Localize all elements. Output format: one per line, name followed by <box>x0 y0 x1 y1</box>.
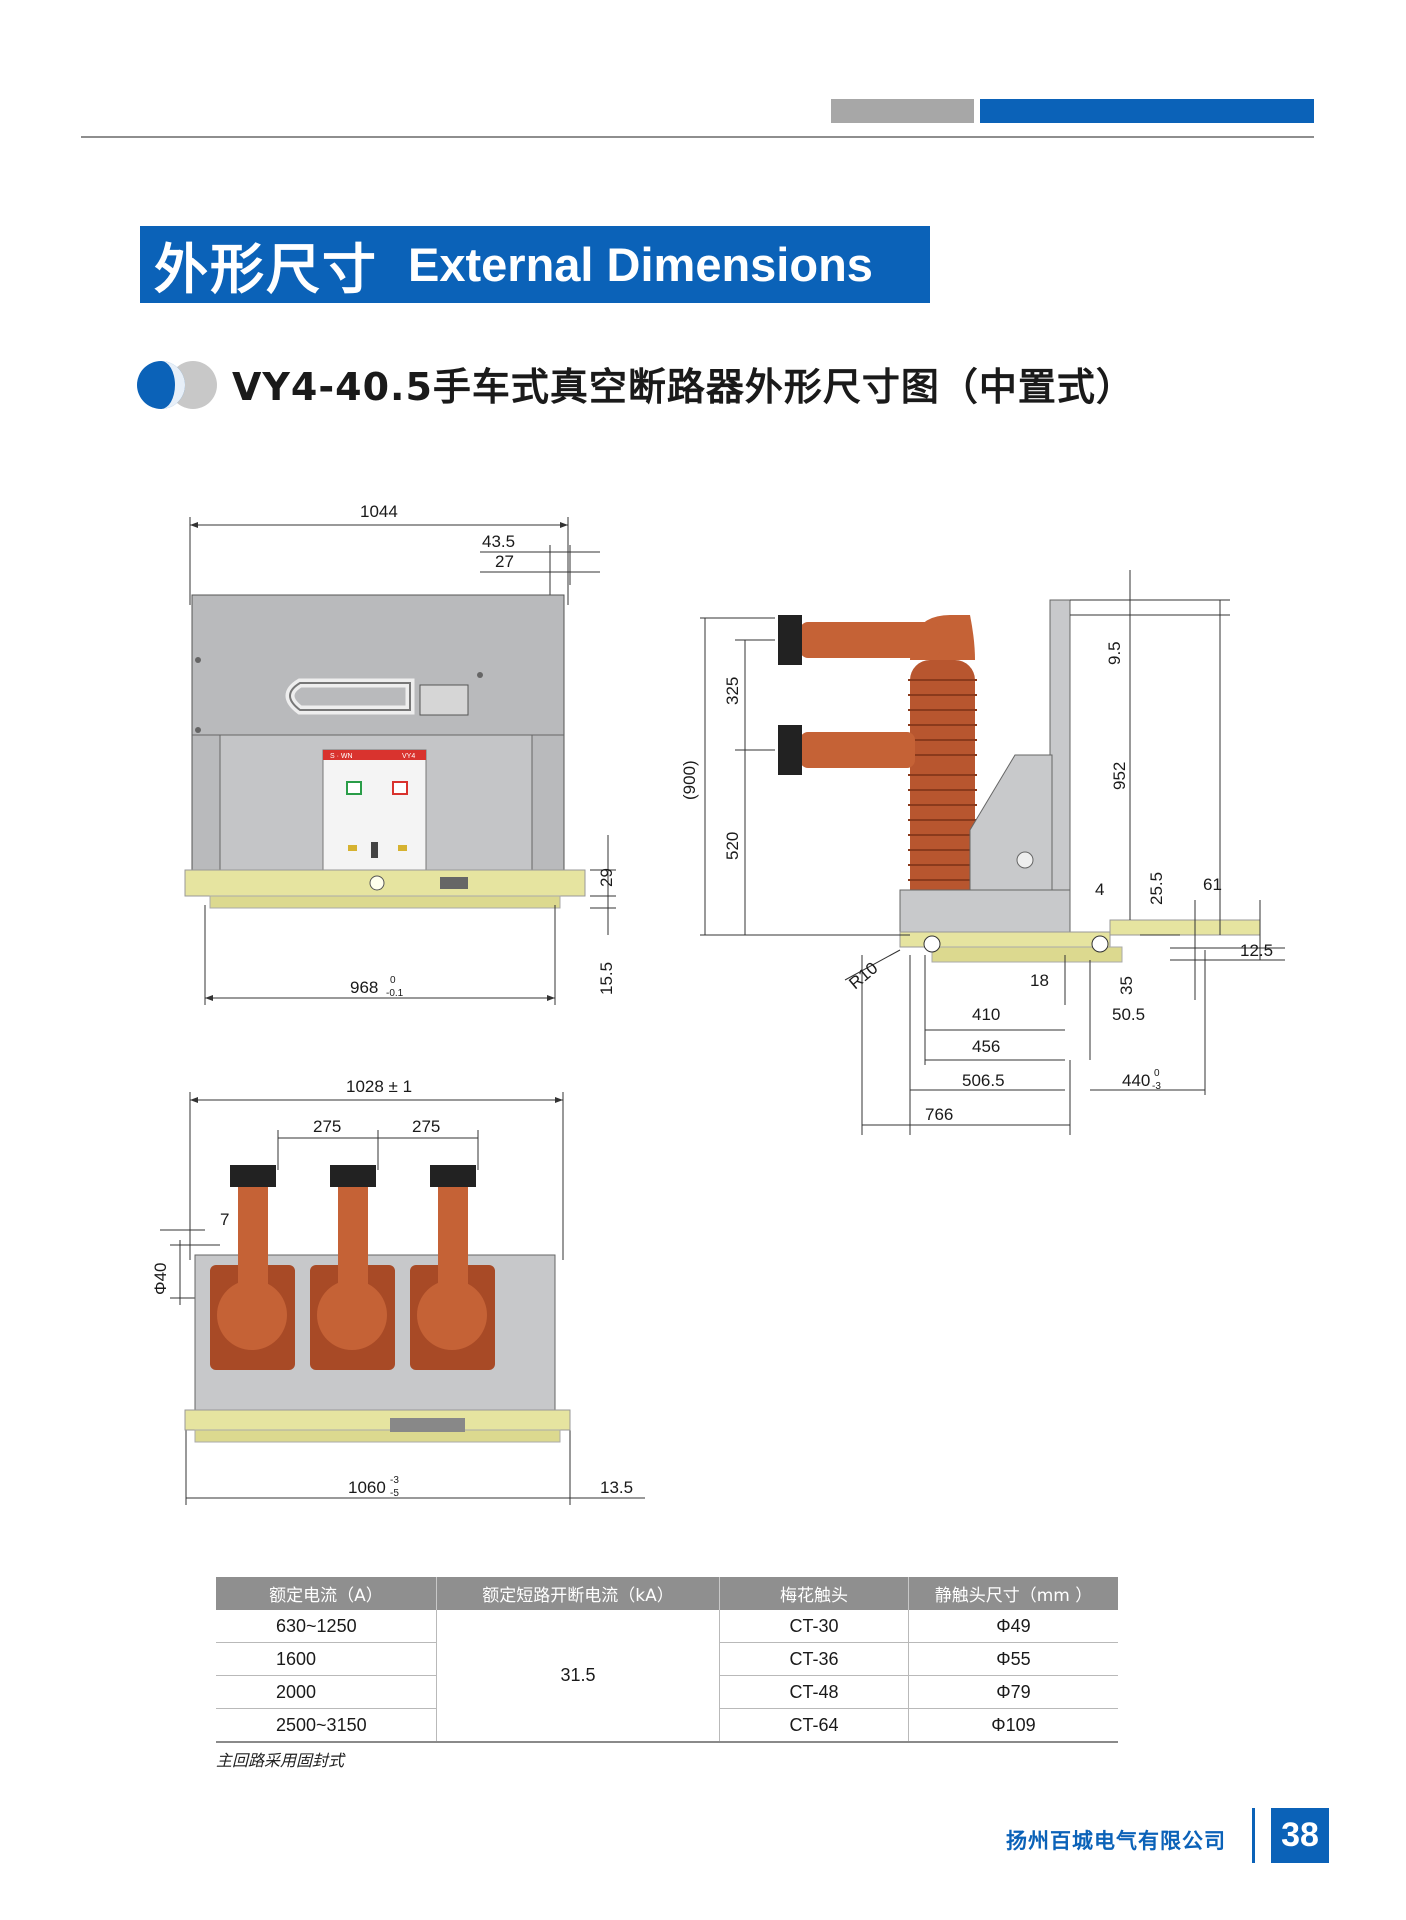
dim-1060-sub: -5 <box>390 1488 399 1499</box>
banner-title-cn: 外形尺寸 <box>154 238 378 301</box>
table-note: 主回路采用固封式 <box>216 1751 345 1770</box>
dim-rail: 968 <box>350 978 378 997</box>
header-blue-bar <box>980 99 1314 123</box>
side-view-drawing: (900) 325 520 9.5 952 4 25.5 61 12.5 R10… <box>680 570 1285 1135</box>
dim-440: 440 <box>1122 1071 1150 1090</box>
cell-contact: CT-36 <box>719 1642 909 1676</box>
cell-contact: CT-64 <box>719 1708 909 1743</box>
header-contact: 梅花触头 <box>719 1577 909 1610</box>
dim-61: 61 <box>1203 875 1222 894</box>
spec-table: 额定电流（A） 额定短路开断电流（kA） 梅花触头 静触头尺寸（mm ） 630… <box>216 1577 1118 1743</box>
cell-current: 1600 <box>216 1642 437 1676</box>
drawing-title: VY4-40.5手车式真空断路器外形尺寸图（中置式） <box>232 365 1135 409</box>
dim-4: 4 <box>1095 880 1104 899</box>
page-number: 38 <box>1271 1808 1329 1863</box>
dim-pitch-1: 275 <box>313 1117 341 1136</box>
footer-divider <box>1252 1808 1255 1863</box>
dim-440-sup: 0 <box>1154 1068 1160 1079</box>
dim-13-5: 13.5 <box>600 1478 633 1497</box>
cell-size: Φ49 <box>908 1610 1118 1643</box>
company-name: 扬州百城电气有限公司 <box>1006 1829 1226 1853</box>
dim-520: 520 <box>723 832 742 860</box>
dim-1060: 1060 <box>348 1478 386 1497</box>
dim-506-5: 506.5 <box>962 1071 1005 1090</box>
table-row: 630~1250 31.5 CT-30 Φ49 <box>216 1610 1118 1743</box>
dim-35: 35 <box>1117 976 1136 995</box>
dim-410: 410 <box>972 1005 1000 1024</box>
panel-brand: S · WN <box>330 753 353 760</box>
dim-rail-sub: -0.1 <box>386 988 404 999</box>
banner-title-en: External Dimensions <box>408 238 873 291</box>
header-short-circuit: 额定短路开断电流（kA） <box>436 1577 720 1610</box>
dim-325: 325 <box>723 677 742 705</box>
cell-current: 630~1250 <box>216 1610 437 1643</box>
cell-contact: CT-30 <box>719 1610 909 1643</box>
table-row: 2000 CT-48 Φ79 <box>216 1675 1118 1709</box>
dim-rail-sup: 0 <box>390 975 396 986</box>
header-divider <box>81 136 1314 138</box>
dim-width: 1044 <box>360 502 398 521</box>
double-circle-icon <box>137 361 217 409</box>
dim-top-width: 1028 ± 1 <box>346 1080 412 1096</box>
dim-18: 18 <box>1030 971 1049 990</box>
dim-43-5: 43.5 <box>482 532 515 551</box>
section-banner: 外形尺寸 External Dimensions <box>140 226 930 303</box>
dim-15-5: 15.5 <box>597 962 616 995</box>
header-contact-size: 静触头尺寸（mm ） <box>908 1577 1118 1610</box>
dim-1060-sup: -3 <box>390 1475 399 1486</box>
header-rated-current: 额定电流（A） <box>216 1577 437 1610</box>
dim-9-5: 9.5 <box>1105 641 1124 665</box>
table-row: 2500~3150 CT-64 Φ109 <box>216 1708 1118 1743</box>
cell-current: 2500~3150 <box>216 1708 437 1743</box>
dim-766: 766 <box>925 1105 953 1124</box>
cell-size: Φ55 <box>908 1642 1118 1676</box>
cell-size: Φ79 <box>908 1675 1118 1709</box>
table-row: 1600 CT-36 Φ55 <box>216 1642 1118 1676</box>
dim-27: 27 <box>495 552 514 571</box>
dim-440-sub: -3 <box>1152 1081 1161 1092</box>
front-view-drawing: S · WN VY4 1044 43.5 27 29 15.5 968 0 -0… <box>184 502 616 1005</box>
dim-12-5: 12.5 <box>1240 941 1273 960</box>
dim-r10: R10 <box>845 958 881 993</box>
cell-short-circuit: 31.5 <box>436 1610 720 1743</box>
panel-model: VY4 <box>402 753 415 760</box>
dim-phi40: Φ40 <box>151 1263 170 1295</box>
dim-900: (900) <box>680 760 699 800</box>
dim-29: 29 <box>597 868 616 887</box>
cell-contact: CT-48 <box>719 1675 909 1709</box>
dim-952: 952 <box>1110 762 1129 790</box>
dim-25-5: 25.5 <box>1147 872 1166 905</box>
top-view-drawing: 1028 ± 1 275 275 7 Φ40 1060 -3 -5 13.5 <box>151 1080 645 1505</box>
dim-7: 7 <box>220 1210 229 1229</box>
header-gray-bar <box>831 99 974 123</box>
cell-size: Φ109 <box>908 1708 1118 1743</box>
dim-50-5: 50.5 <box>1112 1005 1145 1024</box>
dim-pitch-2: 275 <box>412 1117 440 1136</box>
dim-456: 456 <box>972 1037 1000 1056</box>
cell-current: 2000 <box>216 1675 437 1709</box>
